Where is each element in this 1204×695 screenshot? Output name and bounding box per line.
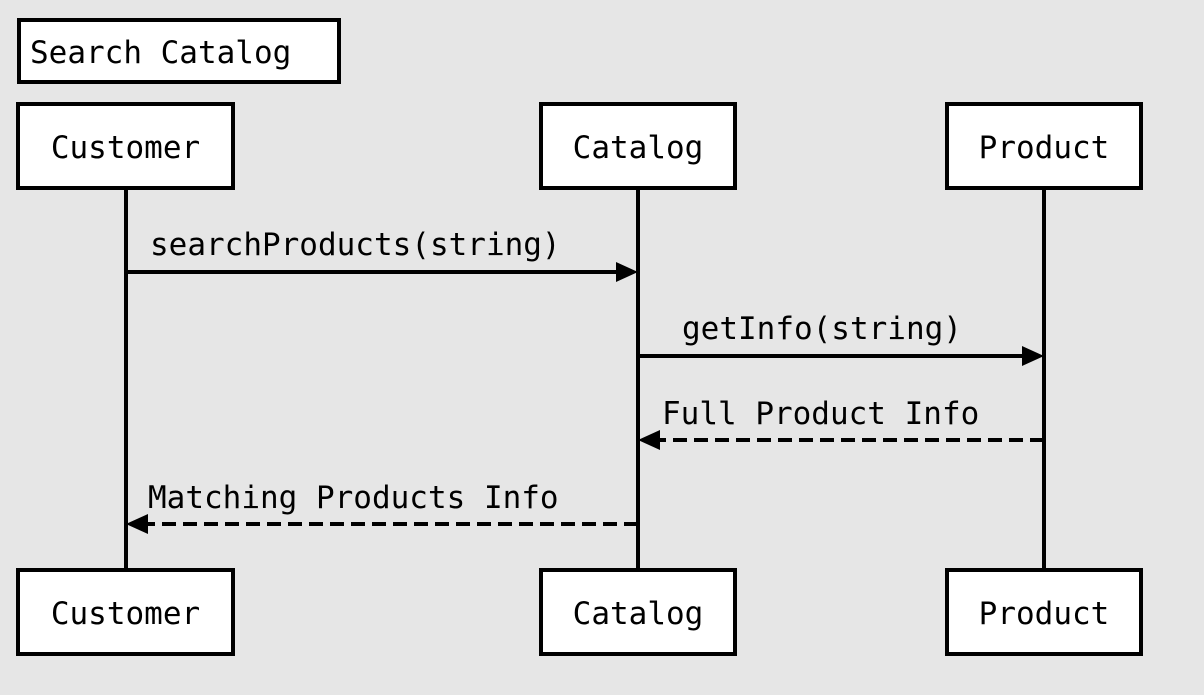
message-search-products: searchProducts(string) [126, 227, 638, 282]
participant-catalog-bottom-label: Catalog [573, 596, 704, 632]
participant-product-top: Product [945, 102, 1143, 190]
message-search-products-arrowhead [616, 262, 638, 282]
participant-product-bottom: Product [945, 568, 1143, 656]
participant-product-bottom-label: Product [979, 596, 1110, 632]
message-full-product-info: Full Product Info [638, 396, 1044, 450]
participant-customer-top-label: Customer [51, 130, 200, 166]
message-matching-products-info: Matching Products Info [126, 480, 638, 534]
participant-product-top-label: Product [979, 130, 1110, 166]
participant-catalog-top: Catalog [539, 102, 737, 190]
message-get-info: getInfo(string) [638, 311, 1044, 366]
participant-customer-top: Customer [16, 102, 235, 190]
message-full-product-info-arrowhead [638, 430, 660, 450]
message-full-product-info-label: Full Product Info [662, 396, 979, 432]
diagram-title-frame: Search Catalog [17, 18, 341, 84]
participant-catalog-bottom: Catalog [539, 568, 737, 656]
diagram-title: Search Catalog [30, 35, 291, 71]
message-search-products-label: searchProducts(string) [150, 227, 561, 263]
participant-customer-bottom-label: Customer [51, 596, 200, 632]
message-get-info-arrowhead [1022, 346, 1044, 366]
participant-catalog-top-label: Catalog [573, 130, 704, 166]
message-get-info-label: getInfo(string) [682, 311, 962, 347]
participant-customer-bottom: Customer [16, 568, 235, 656]
message-matching-products-info-arrowhead [126, 514, 148, 534]
message-matching-products-info-label: Matching Products Info [148, 480, 559, 516]
